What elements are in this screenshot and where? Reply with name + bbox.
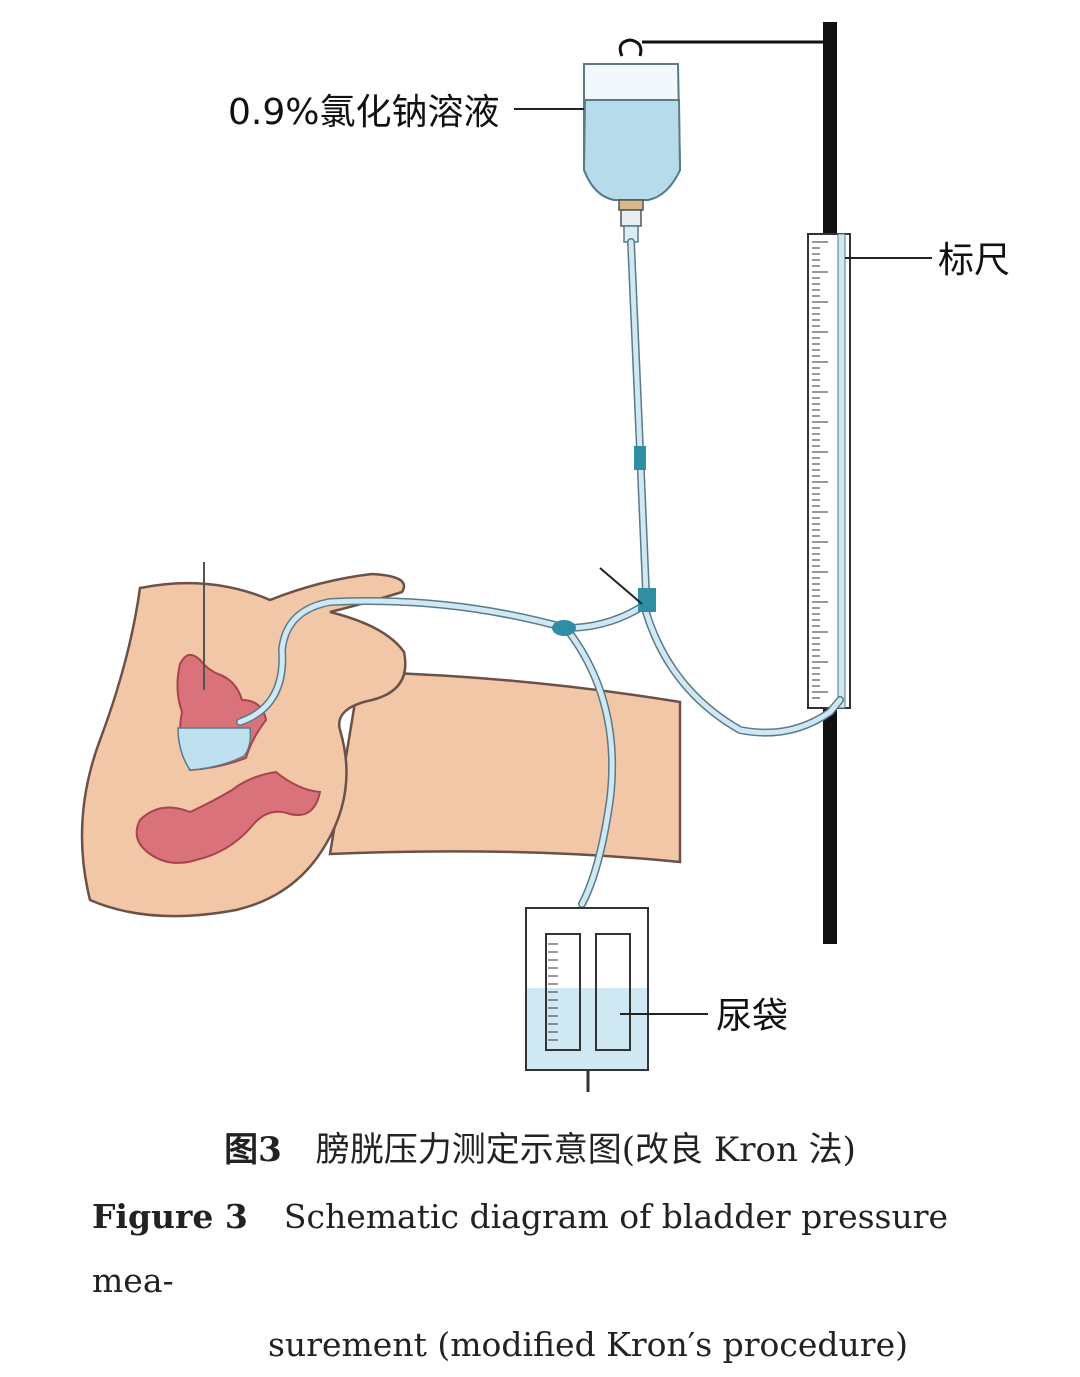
- bladder-fluid: [177, 727, 252, 771]
- caption-chinese: 图3 膀胱压力测定示意图(改良 Kron 法): [0, 1122, 1080, 1171]
- connector-pointer: [599, 567, 643, 605]
- bag-ticks: [548, 943, 558, 1041]
- caption-cn-number: 图3: [224, 1130, 282, 1170]
- caption-en-line2: surement (modified Kron′s procedure): [268, 1325, 908, 1364]
- saline-bag: [582, 63, 682, 243]
- leg: [328, 670, 682, 864]
- saline-label: 0.9%氯化钠溶液: [228, 92, 499, 133]
- patient-body: [80, 572, 682, 918]
- bladder-pressure-diagram: 0.9%氯化钠溶液 标尺 尿袋: [80, 22, 1010, 1092]
- three-way-connector: [638, 588, 656, 612]
- caption-cn-text: 膀胱压力测定示意图(改良 Kron 法): [315, 1130, 856, 1170]
- clamp-connector: [634, 446, 646, 470]
- urine-bag-label: 尿袋: [716, 996, 788, 1037]
- caption-en-number: Figure 3: [92, 1197, 248, 1236]
- y-connector: [552, 620, 576, 636]
- hanger-hook: [618, 38, 643, 57]
- urine-bag: [525, 907, 649, 1092]
- ruler: [807, 233, 851, 709]
- ruler-ticks: [812, 241, 828, 699]
- ruler-label: 标尺: [938, 240, 1010, 281]
- caption-en-line1: Schematic diagram of bladder pressure me…: [92, 1197, 949, 1300]
- rectum: [135, 770, 322, 864]
